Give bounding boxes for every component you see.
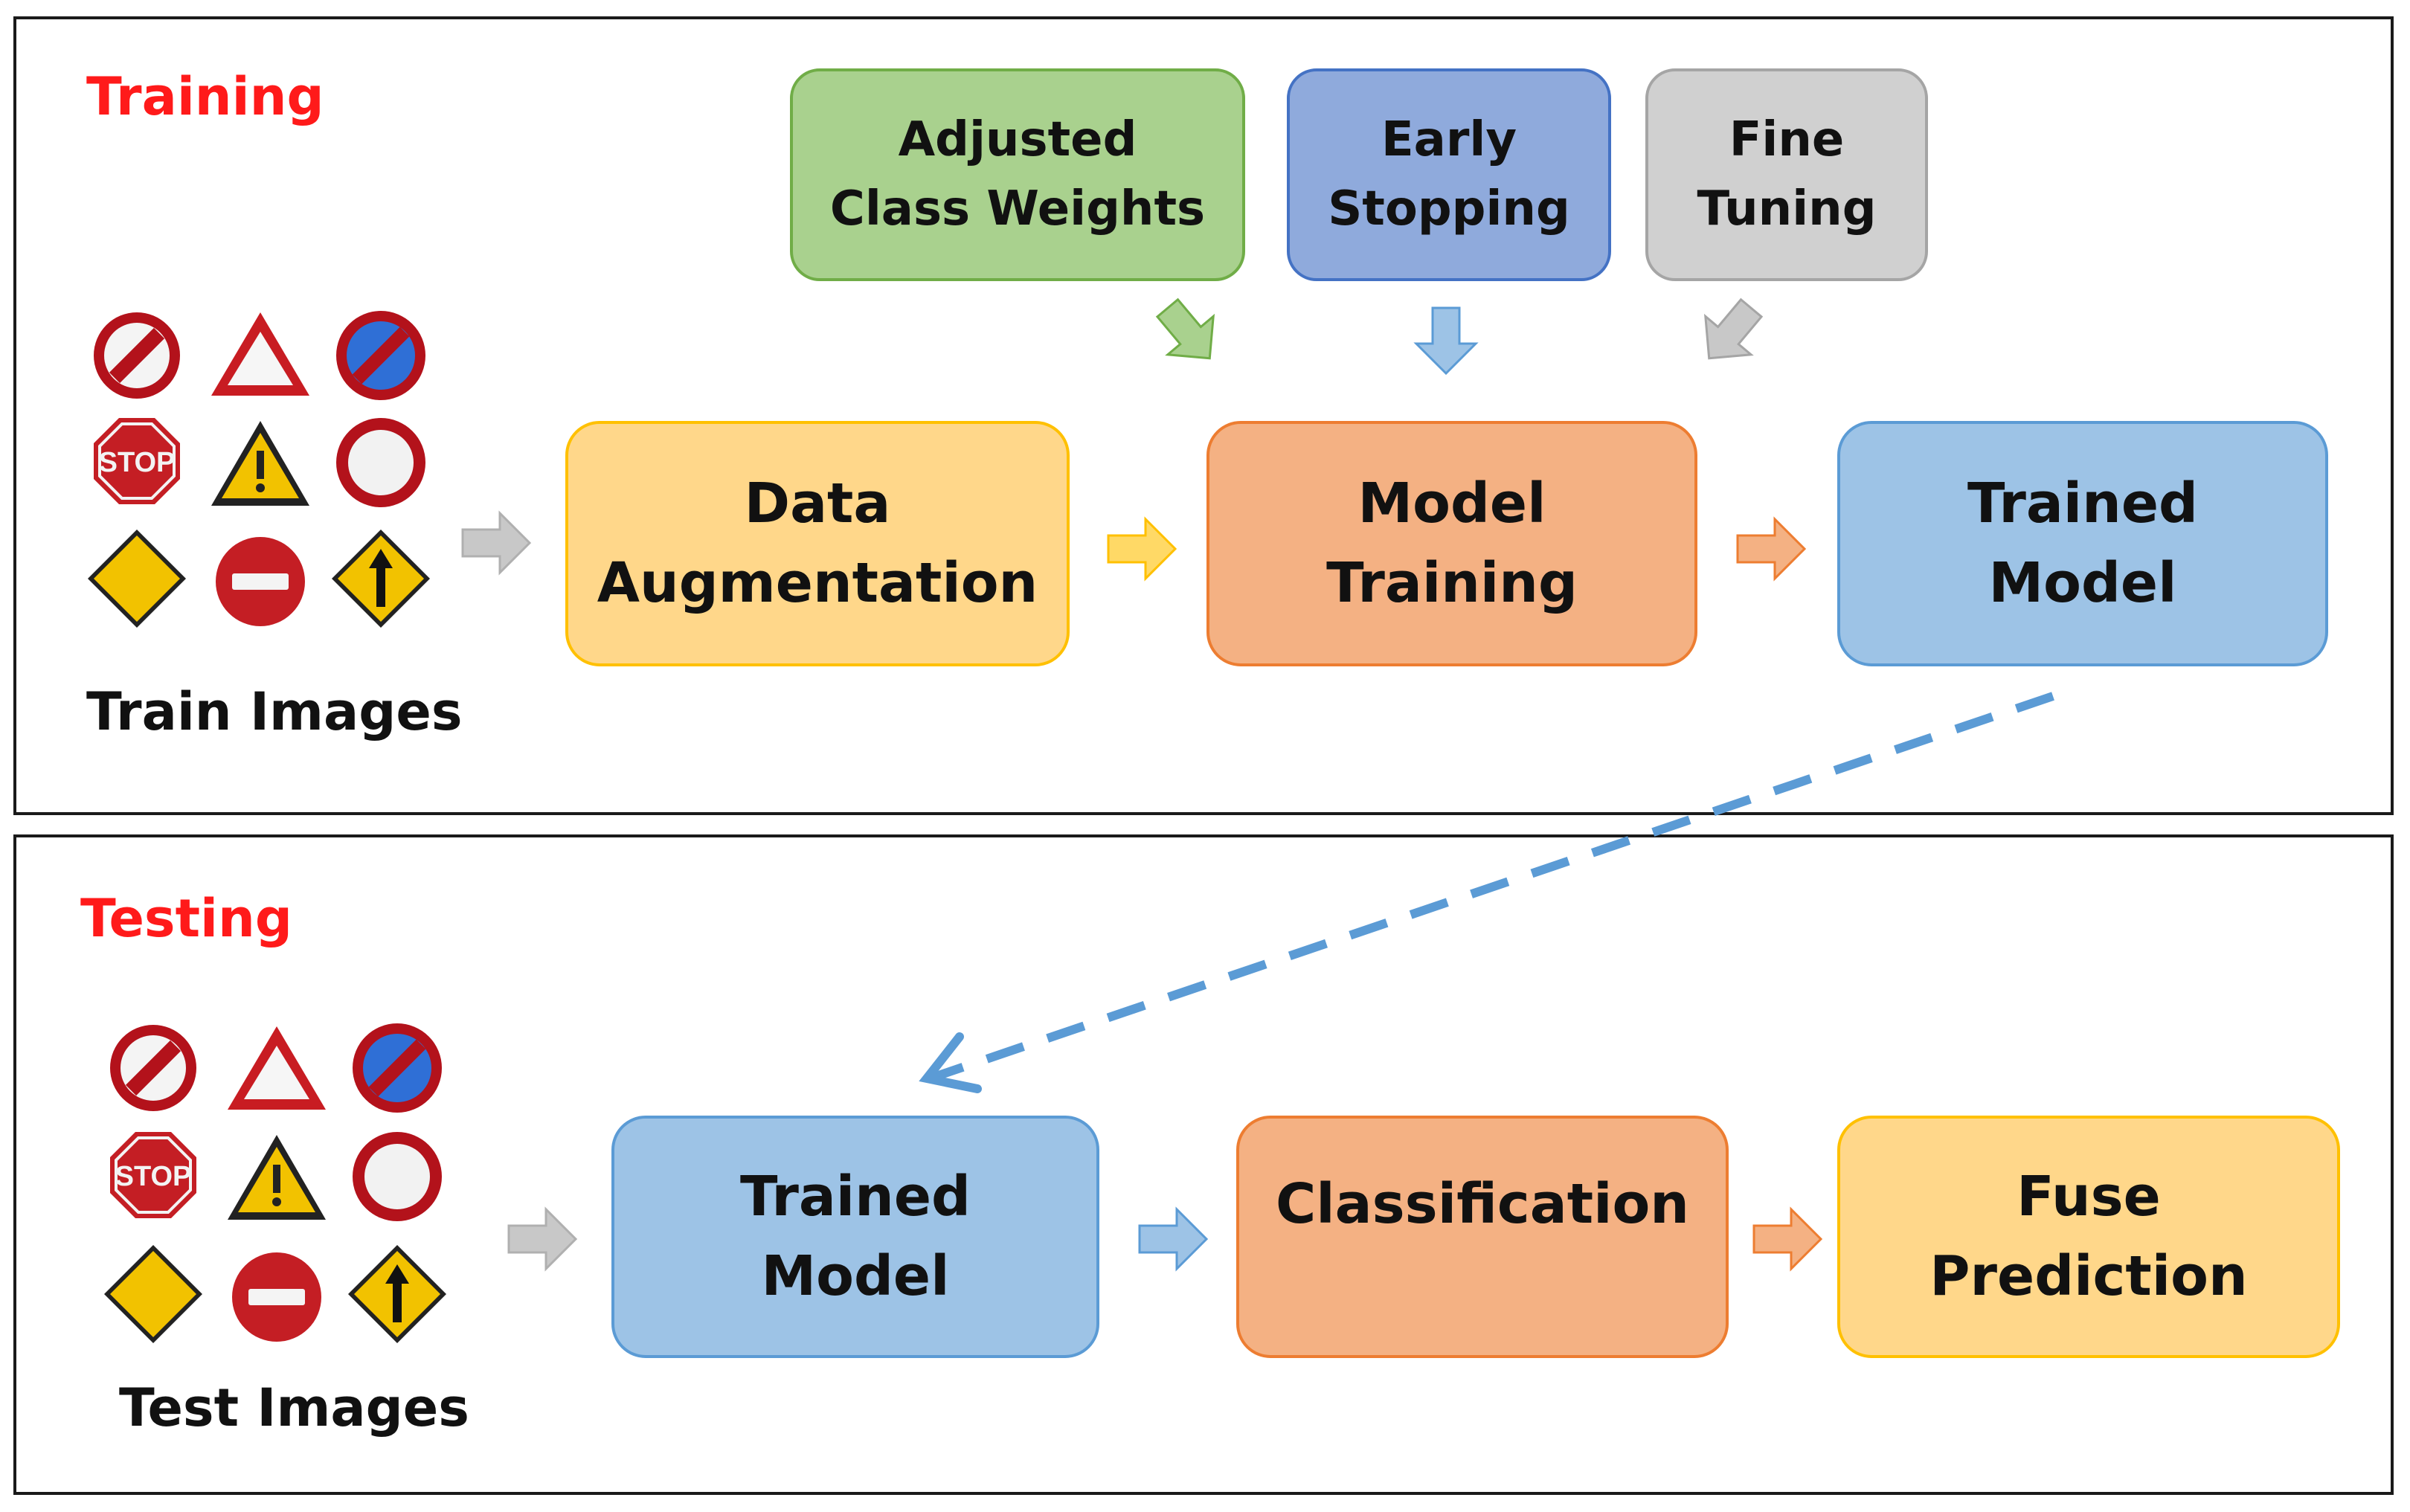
test-sign-grid: STOP (104, 1023, 446, 1343)
blank-circle-sign-icon (353, 1132, 442, 1221)
no-parking-icon (336, 311, 425, 400)
testing-title: Testing (80, 888, 292, 949)
model-training-box: Model Training (1206, 421, 1697, 666)
arrow-down-icon (1415, 306, 1477, 375)
arrow-right-icon (1107, 518, 1177, 580)
trained-model-box: Trained Model (1837, 421, 2328, 666)
caution-triangle-icon (228, 1135, 326, 1220)
early-stopping-box: Early Stopping (1287, 68, 1611, 281)
fuse-prediction-box: Fuse Prediction (1837, 1116, 2340, 1358)
train-stop-sign-text: STOP (99, 447, 176, 478)
no-entry-icon (110, 1025, 196, 1111)
train-images-caption: Train Images (86, 681, 463, 742)
arrow-right-icon (1138, 1208, 1208, 1270)
do-not-enter-icon (232, 1252, 321, 1342)
arrow-down-icon (1685, 288, 1776, 379)
yellow-diamond-icon (88, 530, 186, 628)
training-title: Training (86, 66, 324, 127)
test-stop-sign-text: STOP (115, 1161, 192, 1192)
classification-box: Classification (1236, 1116, 1729, 1358)
test-images-caption: Test Images (119, 1377, 469, 1438)
dashed-connector (928, 692, 2054, 1083)
dashed-connector-arrowhead-icon (919, 1032, 982, 1093)
yellow-diamond-icon (104, 1245, 202, 1343)
fine-tuning-box: Fine Tuning (1645, 68, 1928, 281)
arrow-right-icon (1736, 518, 1806, 580)
ahead-arrow-diamond-icon (332, 530, 430, 628)
data-augmentation-box: Data Augmentation (565, 421, 1070, 666)
no-parking-icon (353, 1023, 442, 1113)
ahead-arrow-diamond-icon (348, 1245, 446, 1343)
triangle-warning-icon (228, 1026, 326, 1110)
arrow-right-icon (461, 512, 531, 574)
no-entry-icon (94, 312, 180, 399)
adjusted-class-weights-box: Adjusted Class Weights (790, 68, 1245, 281)
triangle-warning-icon (211, 312, 309, 396)
train-sign-grid: STOP (88, 311, 430, 628)
blank-circle-sign-icon (336, 418, 425, 507)
do-not-enter-icon (216, 537, 305, 626)
test-trained-model-box: Trained Model (611, 1116, 1099, 1358)
caution-triangle-icon (211, 421, 309, 506)
arrow-down-icon (1143, 288, 1234, 379)
arrow-right-icon (1752, 1208, 1822, 1270)
arrow-right-icon (507, 1208, 577, 1270)
